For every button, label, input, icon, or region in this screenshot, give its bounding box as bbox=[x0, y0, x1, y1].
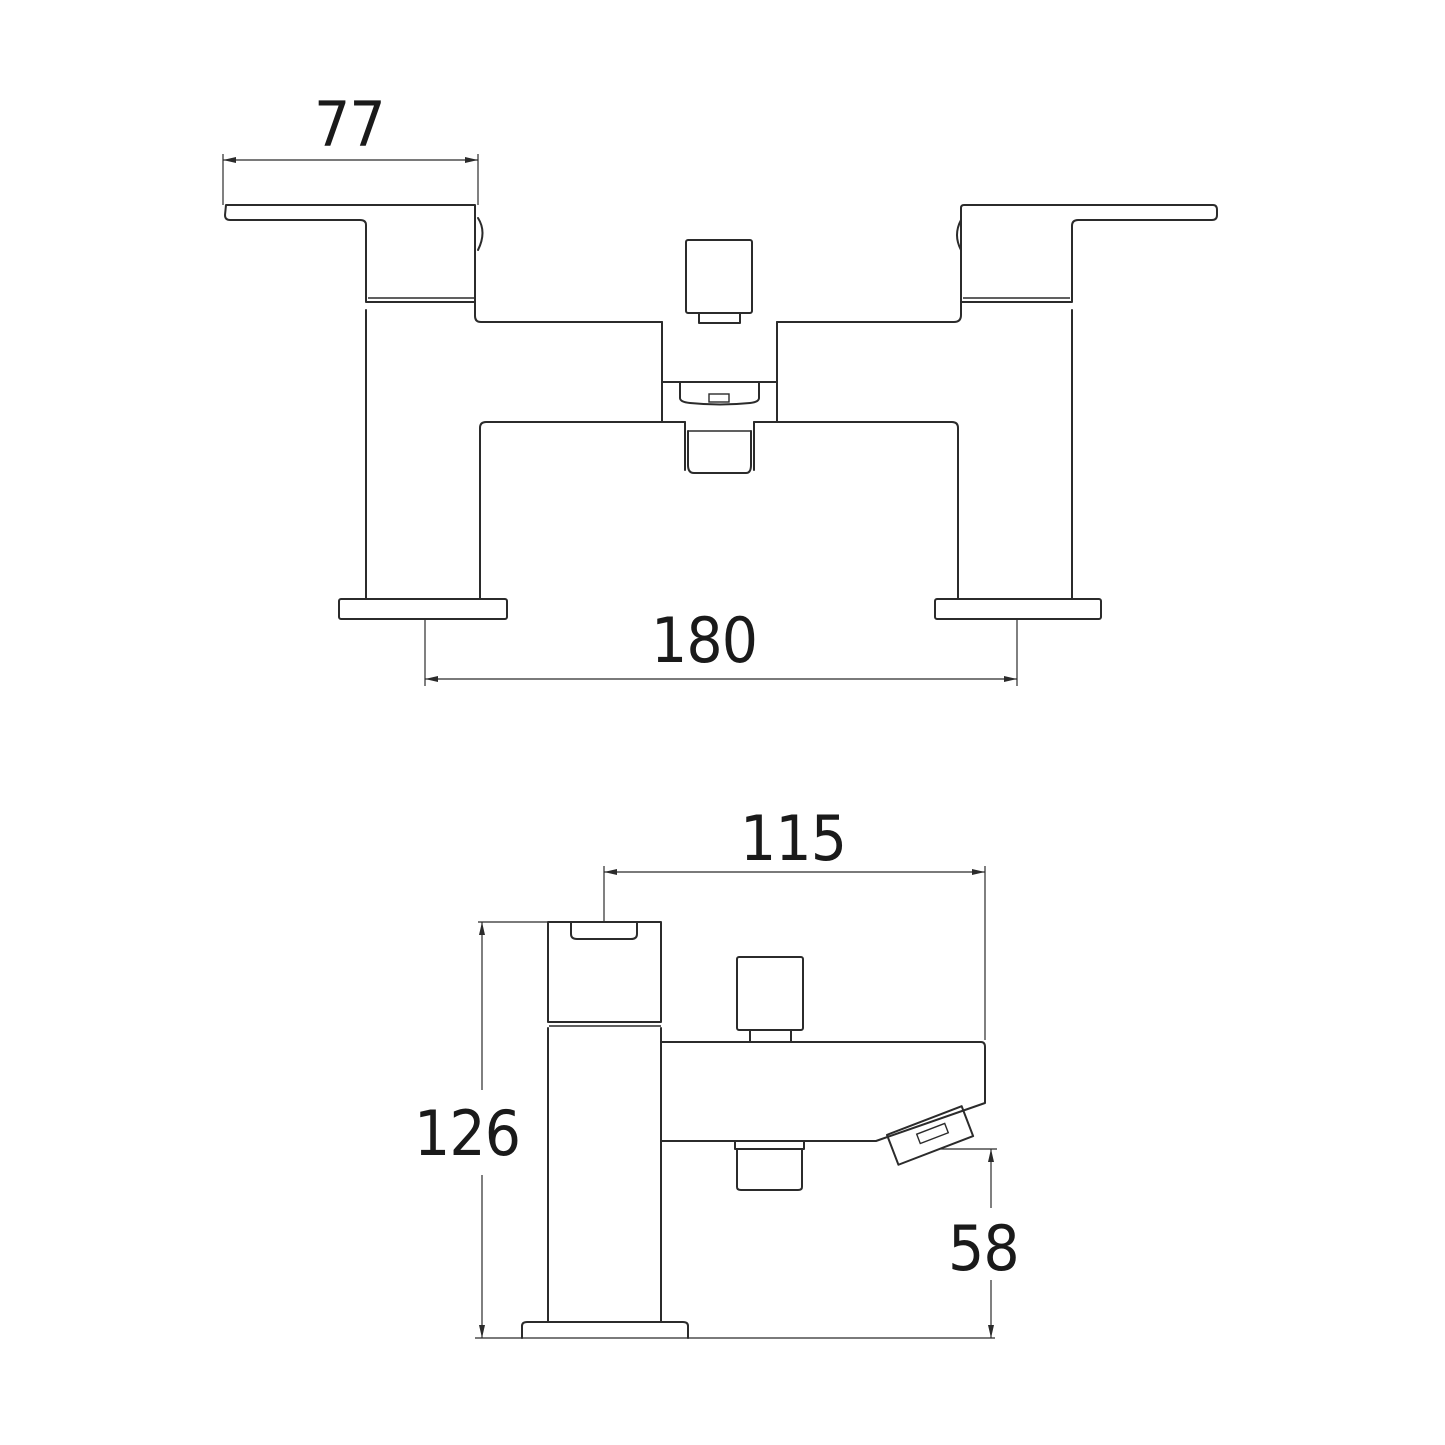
left-lever-handle bbox=[224, 204, 663, 323]
dimension-overall-height bbox=[475, 921, 995, 1339]
left-base-flange bbox=[338, 598, 508, 620]
hose-outlet-front bbox=[684, 421, 755, 474]
bridge-lower bbox=[365, 309, 1073, 599]
front-view bbox=[222, 154, 1218, 686]
right-lever-handle bbox=[776, 204, 1218, 323]
dimension-label-overall-height: 126 bbox=[414, 1097, 521, 1170]
spout-body-front bbox=[661, 321, 778, 423]
diverter-knob-side bbox=[736, 956, 804, 1043]
side-view bbox=[475, 866, 997, 1339]
dimension-label-projection: 115 bbox=[740, 802, 847, 875]
dimension-label-spout-height: 58 bbox=[948, 1212, 1020, 1285]
right-base-flange bbox=[934, 598, 1102, 620]
spout-body-side bbox=[660, 1041, 986, 1166]
dimension-label-handle-length: 77 bbox=[314, 88, 386, 161]
base-flange-side bbox=[521, 1321, 689, 1339]
dimension-centres bbox=[424, 619, 1018, 686]
dimension-handle-length bbox=[222, 154, 479, 205]
hose-outlet-side bbox=[734, 1140, 805, 1191]
diverter-knob-front bbox=[685, 239, 753, 324]
dimension-projection bbox=[603, 866, 986, 1040]
dimension-spout-height bbox=[940, 1148, 997, 1338]
dimension-label-centres: 180 bbox=[651, 604, 758, 677]
lever-handle-side bbox=[547, 921, 662, 1323]
